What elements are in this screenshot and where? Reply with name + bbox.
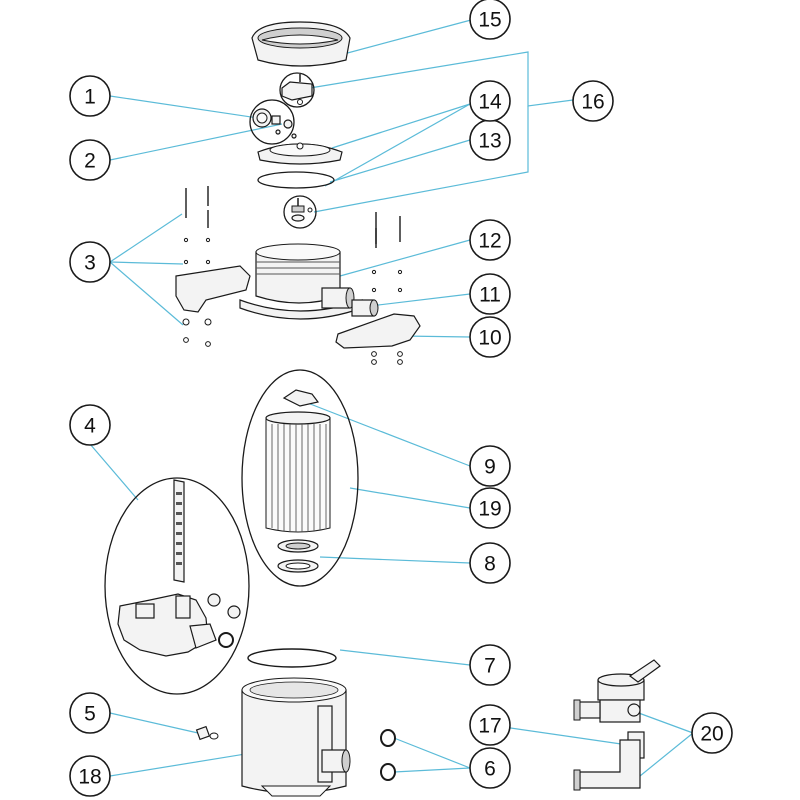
svg-text:17: 17: [478, 715, 501, 738]
callout-20: 20: [691, 712, 733, 754]
leader-2: [109, 123, 283, 161]
callout-3: 3: [69, 241, 111, 283]
callout-6: 6: [469, 747, 511, 789]
svg-text:8: 8: [484, 553, 496, 576]
svg-text:5: 5: [84, 703, 96, 726]
svg-text:15: 15: [478, 9, 501, 32]
callout-16: 16: [572, 80, 614, 122]
callout-14: 14: [469, 80, 511, 122]
callout-9: 9: [469, 445, 511, 487]
svg-text:1: 1: [84, 86, 96, 109]
leader-20b: [639, 732, 694, 777]
leader-7: [339, 649, 471, 666]
leader-3b: [109, 261, 184, 265]
part-20-elbow: [573, 739, 641, 791]
callout-7: 7: [469, 644, 511, 686]
part-clamp-left: [175, 265, 251, 313]
leader-14b: [324, 103, 471, 187]
part-20-multiport-valve: [573, 659, 661, 723]
callout-13: 13: [469, 119, 511, 161]
svg-text:20: 20: [700, 723, 723, 746]
leader-11: [369, 293, 471, 307]
leader-8: [319, 556, 471, 564]
callout-1: 1: [69, 75, 111, 117]
svg-text:9: 9: [484, 456, 496, 479]
part-4-manifold-group: [104, 477, 250, 695]
svg-text:10: 10: [478, 327, 501, 350]
part-5-drain-plug: [195, 725, 219, 741]
part-8-base-rings: [277, 539, 319, 573]
cartridge-pleats: [271, 424, 327, 532]
part-13-oring: [257, 171, 335, 189]
part-12-filter-head: [239, 243, 363, 320]
leader-12: [339, 239, 471, 277]
leader-3c: [109, 261, 184, 326]
part-16-knob-top: [279, 72, 315, 108]
callout-10: 10: [469, 316, 511, 358]
leader-15: [339, 19, 472, 56]
part-6-orings: [380, 729, 396, 781]
leader-17: [489, 724, 629, 746]
callout-17: 17: [469, 704, 511, 746]
leader-4: [89, 443, 139, 501]
part-1-2-gauge: [249, 99, 297, 145]
callout-19: 19: [469, 487, 511, 529]
leader-1: [109, 95, 259, 119]
part-14-lid: [257, 142, 343, 165]
part-10-clamp-right: [335, 313, 421, 349]
leader-20a: [635, 711, 694, 734]
part-7-oring: [247, 648, 337, 668]
leader-lines: [89, 19, 694, 777]
leader-16-top: [309, 51, 574, 107]
svg-text:14: 14: [478, 91, 502, 114]
svg-text:3: 3: [84, 252, 96, 275]
callout-11: 11: [469, 273, 511, 315]
callout-18: 18: [69, 755, 111, 797]
part-16-bleed-screw: [283, 195, 317, 229]
svg-text:6: 6: [484, 758, 496, 781]
callout-4: 4: [69, 404, 111, 446]
leader-16-bottom: [313, 106, 529, 213]
svg-text:12: 12: [478, 230, 501, 253]
svg-text:18: 18: [78, 766, 101, 789]
callout-5: 5: [69, 692, 111, 734]
svg-text:7: 7: [484, 655, 496, 678]
part-18-tank: [241, 677, 351, 797]
part-3-bolts: [182, 186, 403, 365]
svg-text:19: 19: [478, 498, 501, 521]
svg-text:11: 11: [479, 284, 501, 307]
part-11-union: [351, 299, 379, 317]
svg-text:13: 13: [478, 130, 501, 153]
svg-text:4: 4: [84, 415, 96, 438]
leader-13: [329, 139, 471, 183]
leader-5: [109, 712, 199, 734]
leader-6a: [393, 737, 471, 769]
callout-12: 12: [469, 219, 511, 261]
leader-9: [299, 399, 471, 467]
svg-text:16: 16: [581, 91, 604, 114]
part-19-cartridge-group: [241, 369, 359, 587]
callouts: 1 2 3 4 5 6 7 8 9 10 11 12 13 14 15 16 1…: [69, 0, 733, 797]
leader-19: [349, 487, 471, 509]
leader-6b: [393, 767, 471, 773]
part-15-lid-cover: [251, 21, 351, 67]
leader-14a: [331, 103, 471, 149]
leader-3a: [109, 213, 183, 263]
svg-text:2: 2: [84, 150, 96, 173]
callout-8: 8: [469, 542, 511, 584]
callout-15: 15: [469, 0, 511, 40]
part-9-cap: [282, 389, 320, 407]
callout-2: 2: [69, 139, 111, 181]
